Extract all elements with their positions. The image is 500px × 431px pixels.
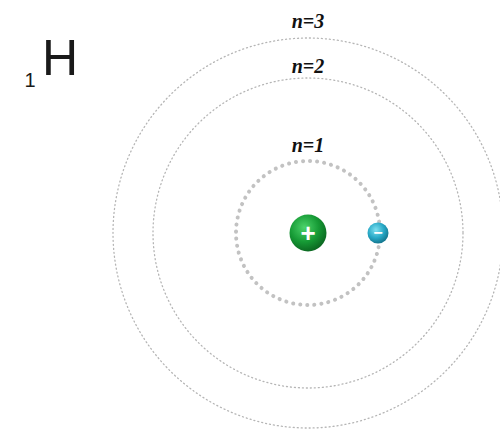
electron-circle [368, 223, 389, 244]
nucleus-circle [290, 215, 327, 252]
shell-3 [113, 38, 500, 428]
shell-label: n=1 [289, 134, 328, 156]
nucleus: + [289, 214, 327, 252]
atomic-number: 1 [24, 70, 35, 90]
electron-sign: − [373, 225, 382, 241]
shell-label: n=2 [289, 55, 328, 77]
shell-2 [153, 78, 463, 388]
nucleus-sign: + [300, 220, 315, 246]
shell-label: n=3 [289, 10, 328, 32]
electron: − [367, 222, 389, 244]
shell-1 [236, 161, 380, 305]
element-symbol: H [42, 33, 78, 83]
